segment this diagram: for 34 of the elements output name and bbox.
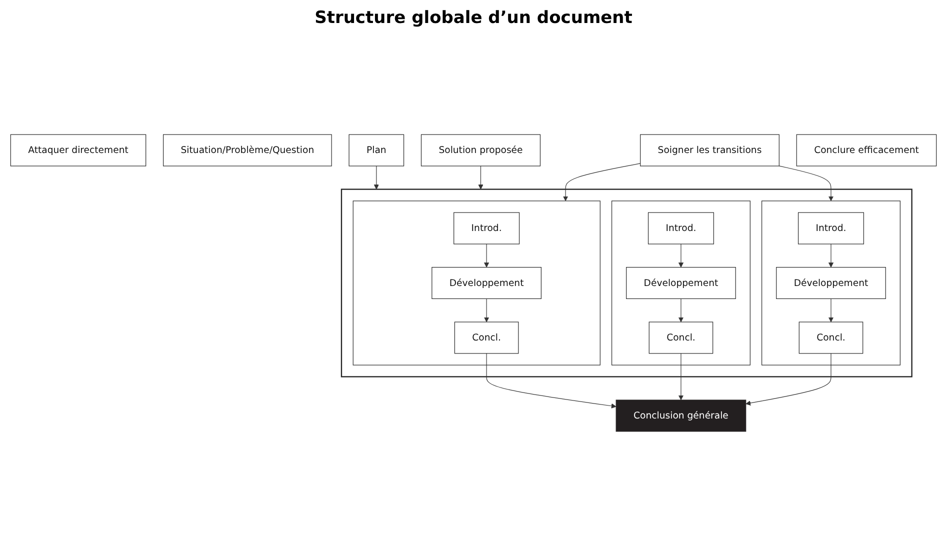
node-box: Plan xyxy=(348,134,404,166)
node-box: Solution proposée xyxy=(420,134,541,166)
diagram-title: Structure globale d’un document xyxy=(314,8,632,28)
arrow xyxy=(478,166,484,190)
cluster xyxy=(762,200,900,366)
node-box: Concl. xyxy=(648,322,714,354)
node-box: Introd. xyxy=(798,212,864,244)
arrow xyxy=(484,244,490,268)
arrow xyxy=(484,298,490,322)
arrow xyxy=(746,353,832,406)
arrow xyxy=(374,166,379,190)
arrow xyxy=(778,166,834,202)
node-box: Introd. xyxy=(648,212,714,244)
cluster xyxy=(340,188,912,378)
node-box: Introd. xyxy=(454,212,520,244)
node-box: Conclusion générale xyxy=(616,400,746,432)
arrow xyxy=(678,244,684,268)
cluster xyxy=(352,200,600,366)
node-box: Attaquer directement xyxy=(10,134,146,166)
cluster xyxy=(612,200,750,366)
arrow xyxy=(828,298,834,322)
arrow xyxy=(486,353,616,408)
node-box: Situation/Problème/Question xyxy=(163,134,332,166)
node-box: Soigner les transitions xyxy=(640,134,780,166)
node-box: Concl. xyxy=(798,322,864,354)
node-box: Développement xyxy=(432,267,542,299)
node-box: Concl. xyxy=(454,322,519,354)
node-box: Développement xyxy=(626,267,736,299)
node-box: Conclure efficacement xyxy=(796,134,937,166)
arrow xyxy=(678,298,684,322)
arrow xyxy=(678,353,684,400)
arrow xyxy=(563,163,641,202)
node-box: Développement xyxy=(776,267,886,299)
arrow xyxy=(828,244,834,268)
